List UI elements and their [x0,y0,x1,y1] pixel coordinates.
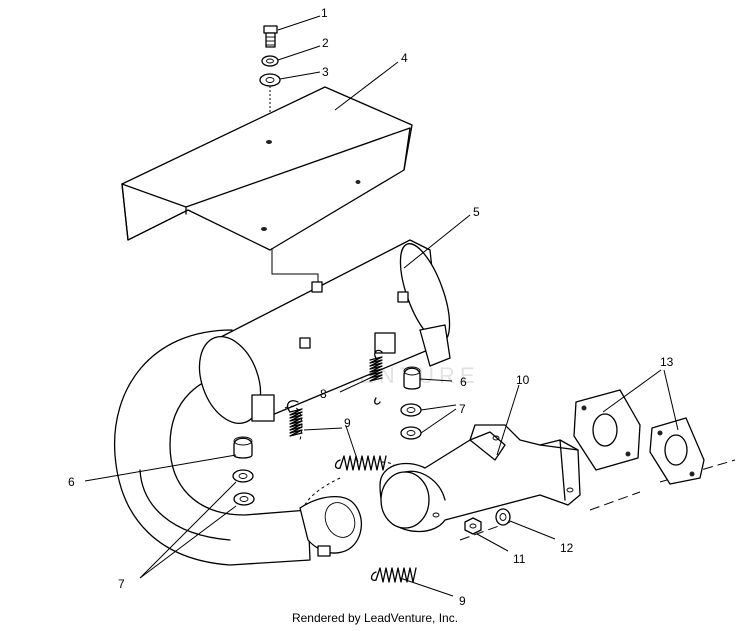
exhaust-manifold [379,424,581,533]
callout-2: 2 [322,36,329,50]
callout-7-left: 7 [118,577,125,591]
flat-washer [259,73,281,87]
spring-vertical [369,349,383,405]
heat-shield [121,86,413,251]
callout-6-right: 6 [460,375,467,389]
lock-washer [261,55,279,67]
callout-6-left: 6 [68,475,75,489]
callout-11: 11 [513,552,526,566]
callout-labels: 1 2 3 4 5 6 7 8 9 10 6 7 9 11 12 13 [68,6,674,608]
callout-3: 3 [322,65,329,79]
spring-middle [334,455,387,471]
washers-right [400,403,422,440]
callout-13: 13 [660,355,674,369]
bolt [263,25,278,48]
leader-lines [84,15,679,597]
footer-credit: Rendered by LeadVenture, Inc. [291,611,459,625]
callout-8: 8 [320,387,327,401]
muffler [113,239,451,566]
callout-9-upper: 9 [344,416,351,430]
spring-left [286,400,303,437]
washers-left [232,469,255,506]
nut [464,517,482,535]
callout-10: 10 [516,373,530,387]
callout-5: 5 [473,205,480,219]
callout-7-right: 7 [459,402,466,416]
gasket-1 [573,389,641,471]
washer-small [495,508,511,526]
callout-12: 12 [560,541,574,555]
callout-1: 1 [321,6,328,20]
grommet-left [233,436,253,459]
callout-9-lower: 9 [459,594,466,608]
grommet-right [403,366,421,390]
gasket-2 [649,417,705,485]
callout-4: 4 [401,51,408,65]
spring-bottom [370,567,417,583]
